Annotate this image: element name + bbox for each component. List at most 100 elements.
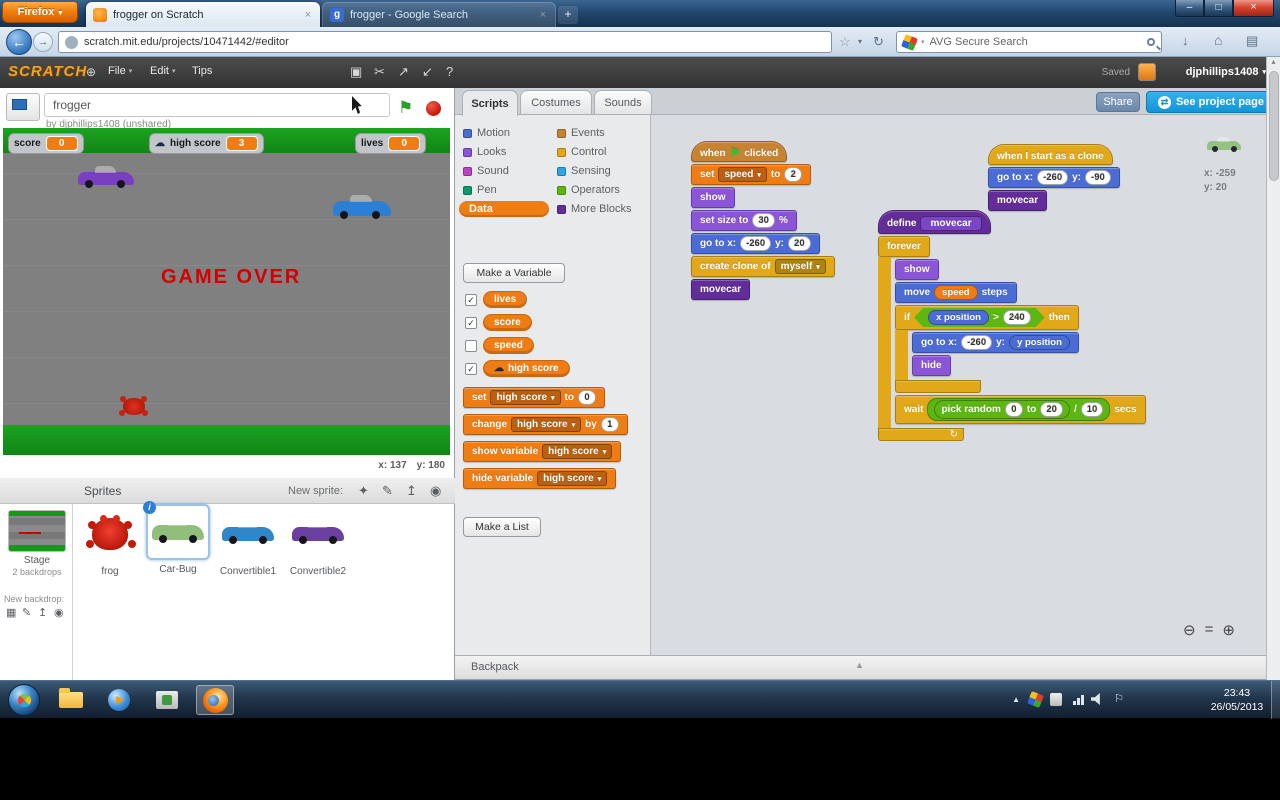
home-icon[interactable]: ⌂ bbox=[1214, 32, 1223, 48]
media-player-taskbar-icon[interactable] bbox=[100, 685, 138, 715]
close-tab-icon[interactable]: × bbox=[304, 8, 311, 21]
lives-watcher[interactable]: lives 0 bbox=[355, 133, 427, 154]
scrollbar-thumb[interactable] bbox=[1269, 71, 1279, 181]
dropdown-input[interactable]: high score▾ bbox=[511, 417, 582, 432]
sprite-library-icon[interactable]: ✦ bbox=[358, 483, 369, 498]
when-start-as-clone-block[interactable]: when I start as a clone bbox=[988, 144, 1113, 165]
paint-backdrop-icon[interactable]: ✎ bbox=[22, 607, 32, 619]
backdrop-library-icon[interactable]: ▦ bbox=[6, 607, 17, 619]
frog-sprite[interactable] bbox=[120, 396, 145, 415]
variable-reporter[interactable]: speed bbox=[934, 285, 978, 300]
tips-menu[interactable]: Tips bbox=[192, 65, 212, 77]
show-block[interactable]: show bbox=[895, 259, 939, 280]
dropdown-input[interactable]: high score▾ bbox=[537, 471, 608, 486]
category-operators[interactable]: Operators bbox=[557, 184, 620, 196]
variable-checkbox[interactable]: ✓ bbox=[465, 316, 477, 329]
search-dropdown-icon[interactable]: ▾ bbox=[921, 39, 925, 46]
show-desktop-button[interactable] bbox=[1271, 681, 1280, 719]
purple-car-sprite[interactable] bbox=[78, 166, 134, 188]
custom-block-prototype[interactable]: movecar bbox=[920, 216, 982, 231]
number-input[interactable]: 20 bbox=[1040, 402, 1063, 417]
avatar[interactable] bbox=[1138, 63, 1156, 81]
url-bar[interactable]: scratch.mit.edu/projects/10471442/#edito… bbox=[58, 31, 832, 53]
forward-button[interactable]: → bbox=[33, 32, 53, 52]
edit-menu[interactable]: Edit▾ bbox=[150, 65, 175, 77]
app-taskbar-icon[interactable] bbox=[148, 685, 186, 715]
back-button[interactable]: ← bbox=[6, 29, 32, 55]
start-button[interactable] bbox=[8, 684, 40, 716]
reporter-block[interactable]: x position bbox=[928, 310, 989, 325]
movecar-call-block[interactable]: movecar bbox=[988, 190, 1048, 211]
dropdown-input[interactable]: speed▾ bbox=[718, 167, 767, 182]
number-input[interactable]: 2 bbox=[784, 167, 803, 182]
category-looks[interactable]: Looks bbox=[463, 146, 506, 158]
stop-button[interactable] bbox=[426, 101, 441, 116]
sprite-item-car-bug[interactable]: i Car-Bug bbox=[143, 501, 210, 584]
number-input[interactable]: 20 bbox=[788, 236, 811, 251]
number-input[interactable]: 10 bbox=[1080, 402, 1104, 417]
grow-tool-icon[interactable]: ↗ bbox=[398, 64, 409, 79]
action-center-flag-icon[interactable]: ⚐ bbox=[1114, 693, 1124, 705]
variable-reporter[interactable]: ☁high score bbox=[483, 360, 570, 377]
number-input[interactable]: -260 bbox=[961, 335, 993, 350]
reload-icon[interactable]: ↻ bbox=[873, 34, 884, 49]
volume-tray-icon[interactable] bbox=[1091, 693, 1100, 705]
variable-reporter[interactable]: speed bbox=[483, 337, 534, 354]
green-flag-button[interactable]: ⚑ bbox=[398, 98, 414, 117]
taskbar-clock[interactable]: 23:43 26/05/2013 bbox=[1206, 686, 1268, 714]
page-scrollbar[interactable]: ▲ ▼ bbox=[1266, 57, 1280, 718]
high-score-watcher[interactable]: ☁ high score 3 bbox=[149, 133, 264, 154]
number-input[interactable]: 0 bbox=[578, 390, 596, 405]
blue-car-sprite[interactable] bbox=[333, 195, 391, 219]
minimize-button[interactable]: – bbox=[1175, 0, 1204, 17]
tab-scripts[interactable]: Scripts bbox=[462, 90, 518, 116]
language-globe-icon[interactable]: ⊕ bbox=[86, 65, 97, 79]
sprite-info-icon[interactable]: i bbox=[143, 501, 156, 514]
category-events[interactable]: Events bbox=[557, 127, 605, 139]
url-dropdown-icon[interactable]: ▾ bbox=[858, 37, 863, 46]
number-input[interactable]: 30 bbox=[752, 213, 775, 228]
zoom-in-icon[interactable]: ⊕ bbox=[1222, 622, 1235, 639]
small-stage-toggle-button[interactable] bbox=[6, 93, 40, 121]
dropdown-input[interactable]: myself▾ bbox=[774, 259, 826, 274]
number-input[interactable]: 0 bbox=[1004, 402, 1023, 417]
stage-viewport[interactable]: score 0 ☁ high score 3 lives 0 GAME OVER bbox=[3, 128, 450, 455]
zoom-reset-icon[interactable]: = bbox=[1204, 621, 1214, 638]
sprite-item-frog[interactable]: frog bbox=[78, 506, 142, 586]
delete-tool-icon[interactable]: ✂ bbox=[374, 64, 385, 79]
see-project-page-button[interactable]: ⇄ See project page bbox=[1146, 91, 1276, 113]
when-flag-clicked-block[interactable]: when⚑clicked bbox=[691, 141, 788, 162]
tab-sounds[interactable]: Sounds bbox=[594, 90, 652, 115]
variable-checkbox[interactable] bbox=[465, 339, 477, 352]
make-list-button[interactable]: Make a List bbox=[463, 517, 541, 537]
scroll-up-icon[interactable]: ▲ bbox=[1270, 59, 1277, 66]
downloads-icon[interactable]: ↓ bbox=[1182, 33, 1189, 48]
category-data[interactable]: Data bbox=[459, 201, 549, 217]
stage-thumbnail[interactable] bbox=[8, 510, 66, 552]
reporter-block[interactable]: y position bbox=[1009, 335, 1070, 350]
close-window-button[interactable]: × bbox=[1233, 0, 1274, 17]
camera-backdrop-icon[interactable]: ◉ bbox=[54, 607, 64, 619]
browser-tab-scratch[interactable]: frogger on Scratch × bbox=[86, 2, 320, 27]
backpack-bar[interactable]: Backpack ▲ bbox=[455, 655, 1266, 680]
backpack-expand-icon[interactable]: ▲ bbox=[855, 660, 864, 670]
device-tray-icon[interactable] bbox=[1050, 693, 1062, 706]
category-more-blocks[interactable]: More Blocks bbox=[557, 203, 632, 215]
variable-reporter[interactable]: lives bbox=[483, 291, 528, 308]
operator-expression[interactable]: x position>240 bbox=[914, 308, 1045, 327]
